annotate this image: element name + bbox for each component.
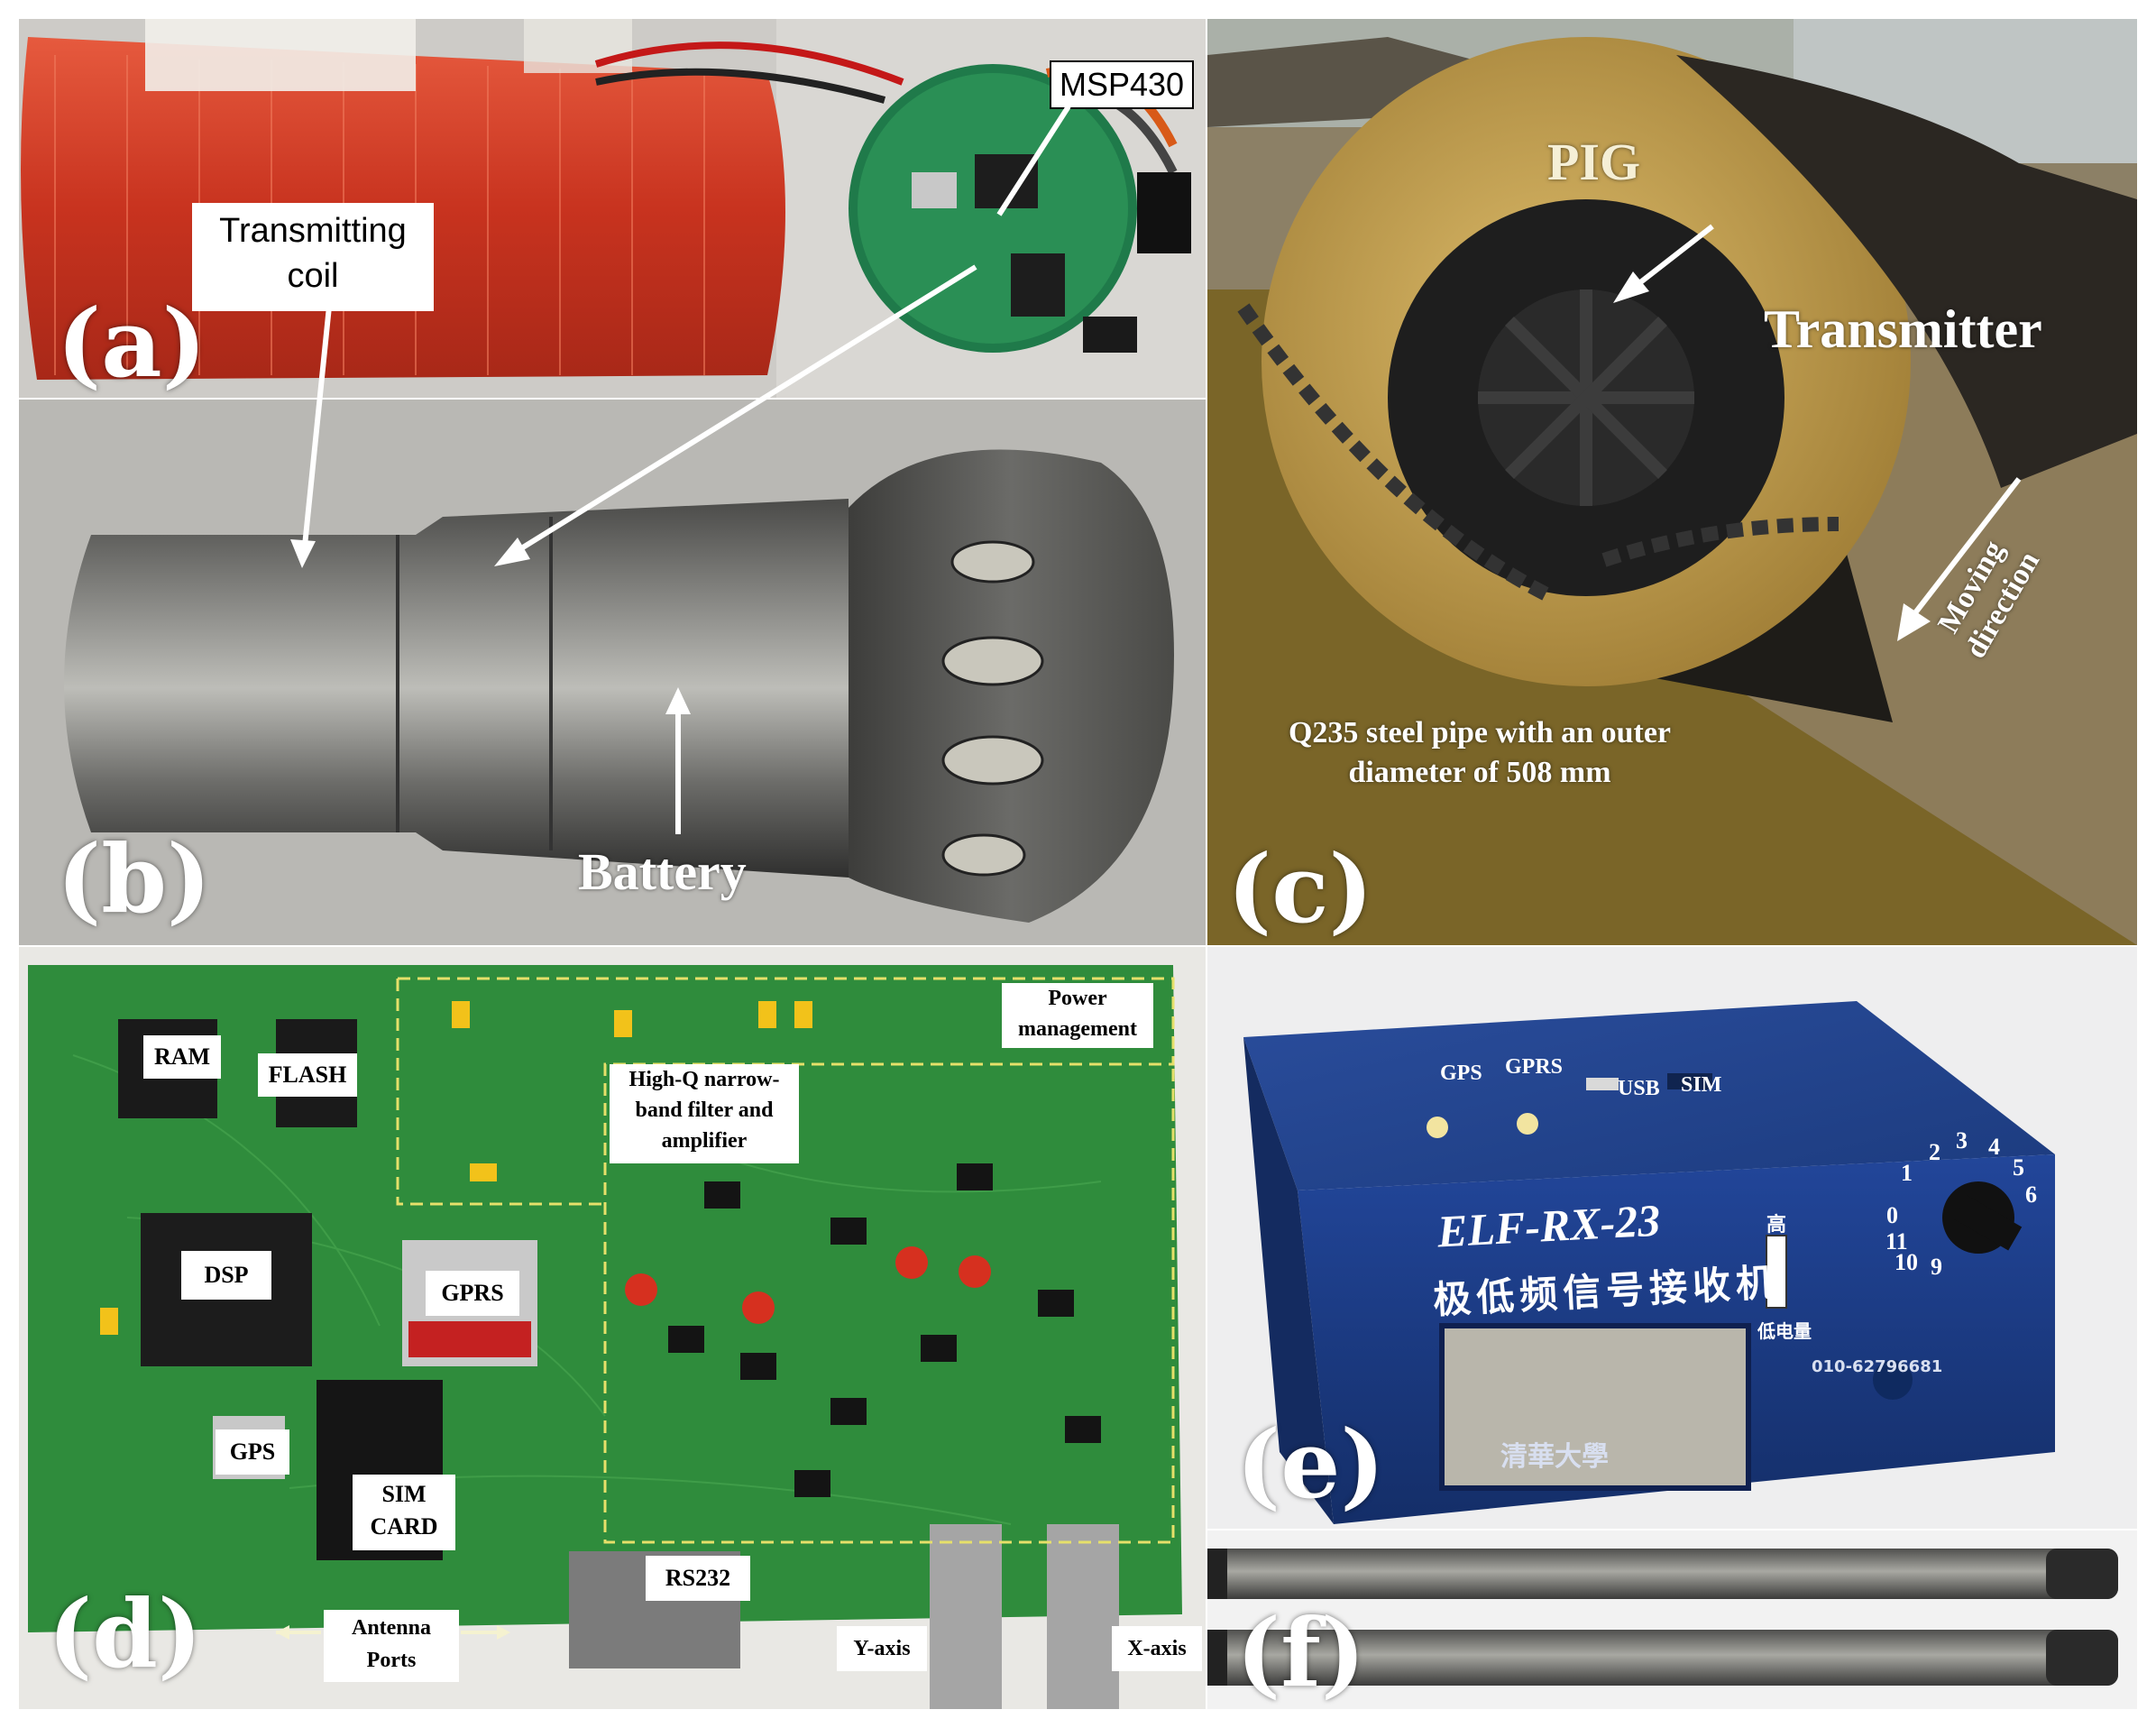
ram-label: RAM bbox=[143, 1035, 221, 1079]
gprs-port-label: GPRS bbox=[1505, 1055, 1564, 1079]
power-management-line1: Power bbox=[1048, 987, 1107, 1010]
panel-b-label: (b) bbox=[57, 823, 212, 934]
battery-label: Battery bbox=[578, 842, 747, 901]
panel-f-photo bbox=[1207, 1530, 2137, 1709]
panel-d: RAM FLASH Power management High-Q narrow… bbox=[19, 947, 1206, 1709]
panel-c-label: (c) bbox=[1227, 833, 1373, 944]
sim-card-label: SIM CARD bbox=[353, 1475, 455, 1550]
panel-a-label: (a) bbox=[57, 288, 206, 398]
dial-number-4: 4 bbox=[1988, 1134, 2000, 1160]
low-battery-label: 低电量 bbox=[1757, 1320, 1812, 1342]
filter-amplifier-line1: High-Q narrow- bbox=[628, 1068, 780, 1091]
gps-label: GPS bbox=[216, 1429, 289, 1475]
power-management-label: Power management bbox=[1002, 983, 1153, 1048]
transmitting-coil-label-line2: coil bbox=[287, 257, 339, 295]
pipe-description: Q235 steel pipe with an outer diameter o… bbox=[1227, 713, 1732, 793]
panel-b: Battery (b) bbox=[19, 400, 1206, 945]
dial-number-0: 0 bbox=[1886, 1202, 1898, 1228]
dial-number-5: 5 bbox=[2013, 1154, 2024, 1181]
panel-d-label: (d) bbox=[48, 1578, 203, 1689]
dsp-label: DSP bbox=[181, 1251, 271, 1300]
y-axis-label: Y-axis bbox=[837, 1626, 927, 1671]
transmitter-label: Transmitter bbox=[1764, 299, 2042, 359]
flash-label: FLASH bbox=[258, 1053, 357, 1097]
x-axis-label: X-axis bbox=[1112, 1626, 1202, 1671]
filter-amplifier-label: High-Q narrow- band filter and amplifier bbox=[610, 1064, 799, 1163]
filter-amplifier-line3: amplifier bbox=[661, 1129, 748, 1153]
dial-number-11: 11 bbox=[1885, 1228, 1908, 1255]
panel-c: PIG Transmitter Moving direction Q235 st… bbox=[1207, 19, 2137, 945]
pig-label: PIG bbox=[1547, 133, 1641, 191]
transmitting-coil-label: Transmitting coil bbox=[192, 203, 434, 311]
panel-c-photo bbox=[1207, 19, 2137, 945]
sim-card-line2: CARD bbox=[370, 1513, 438, 1540]
dial-number-6: 6 bbox=[2025, 1181, 2037, 1208]
panel-a: Transmitting coil MSP430 (a) bbox=[19, 19, 1206, 398]
dial-number-3: 3 bbox=[1956, 1127, 1968, 1154]
panel-b-photo bbox=[19, 400, 1206, 945]
battery-high-label: 高 bbox=[1766, 1214, 1787, 1236]
dial-number-1: 1 bbox=[1901, 1160, 1913, 1186]
dial-number-2: 2 bbox=[1929, 1139, 1940, 1165]
gps-port-label: GPS bbox=[1440, 1062, 1482, 1085]
power-management-line2: management bbox=[1018, 1017, 1137, 1041]
antenna-ports-label: Antenna Ports bbox=[324, 1610, 459, 1682]
sim-card-line1: SIM bbox=[381, 1481, 427, 1507]
antenna-ports-line1: Antenna bbox=[351, 1616, 432, 1640]
dial-number-10: 10 bbox=[1895, 1249, 1918, 1275]
panel-f: (f) bbox=[1207, 1530, 2137, 1709]
panel-e-label: (e) bbox=[1236, 1409, 1385, 1520]
antenna-ports-line2: Ports bbox=[366, 1649, 417, 1672]
usb-port-label: USB bbox=[1618, 1077, 1660, 1100]
filter-amplifier-line2: band filter and bbox=[635, 1098, 774, 1122]
panel-e-photo bbox=[1207, 947, 2137, 1529]
pipe-description-line2: diameter of 508 mm bbox=[1348, 756, 1611, 789]
dial-number-9: 9 bbox=[1931, 1254, 1942, 1280]
panel-f-label: (f) bbox=[1236, 1597, 1366, 1708]
pipe-description-line1: Q235 steel pipe with an outer bbox=[1288, 716, 1672, 749]
phone-number: 010-62796681 bbox=[1812, 1357, 1943, 1376]
transmitting-coil-label-line1: Transmitting bbox=[219, 212, 407, 250]
gprs-label: GPRS bbox=[426, 1271, 519, 1316]
msp430-label: MSP430 bbox=[1050, 60, 1194, 109]
university-name: 清華大學 bbox=[1500, 1441, 1609, 1473]
sim-port-label: SIM bbox=[1681, 1073, 1722, 1097]
panel-e: GPS GPRS USB SIM ELF-RX-23 极低频信号接收机 0 1 … bbox=[1207, 947, 2137, 1529]
rs232-label: RS232 bbox=[646, 1556, 750, 1601]
